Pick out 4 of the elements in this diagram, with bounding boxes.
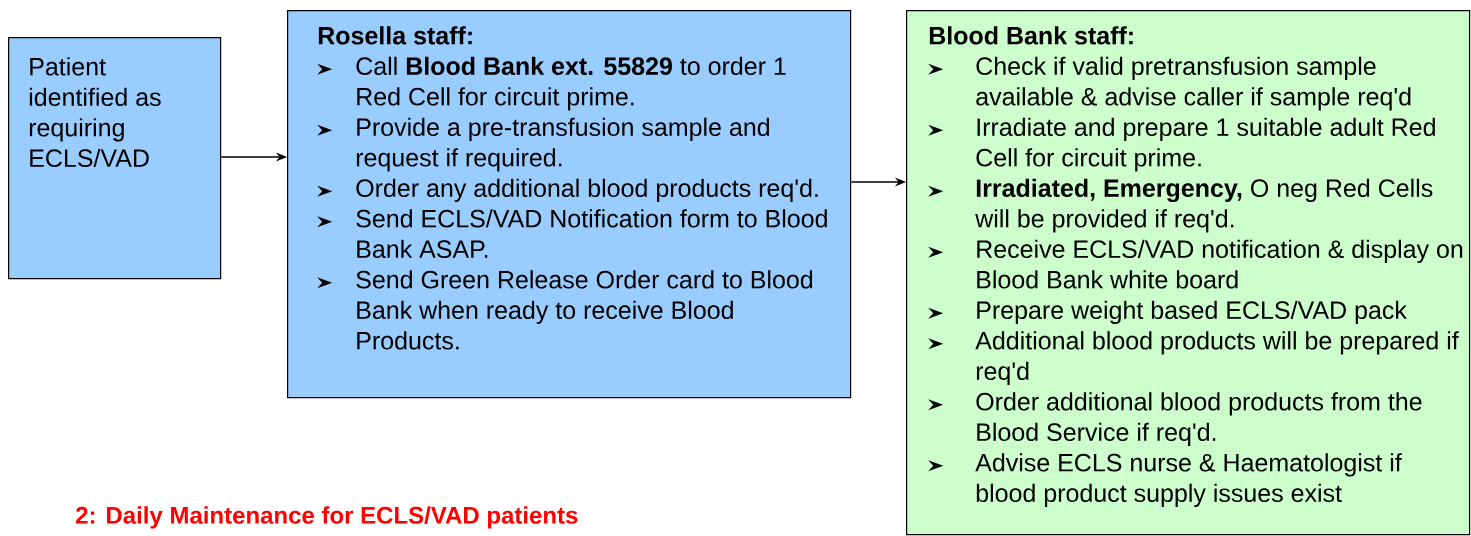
process-box: Patient identified as requiring ECLS/VAD bbox=[8, 37, 222, 280]
process-box: Blood Bank staff: Check if valid pretransfusion sample available & advise caller if sample req'd Irradiate and prepare 1 suitable adult Red Cell for circuit prime. Irradiated, Emergency, O neg Red Cells will be provided if req'd. Receive ECLS/VAD notification & display on Blood Bank white board Prepare weight based ECLS/VAD pack Additional blood products will be prepared if req'd Order additional blood products from the Blood Service if req'd. Advise ECLS nurse & Haematologist if blood product supply issues exist bbox=[906, 10, 1471, 536]
process-box: Rosella staff: Call Blood Bank ext. 55829 to order 1 Red Cell for circuit prime. Provide a pre-transfusion sample and request if required. Order any additional blood products req'd. Send ECLS/VAD Notification form to Blood Bank ASAP. Send Green Release Order card to Blood Bank when ready to receive Blood Products. bbox=[287, 10, 852, 399]
section-heading: 2: Daily Maintenance for ECLS/VAD patients bbox=[76, 506, 578, 529]
